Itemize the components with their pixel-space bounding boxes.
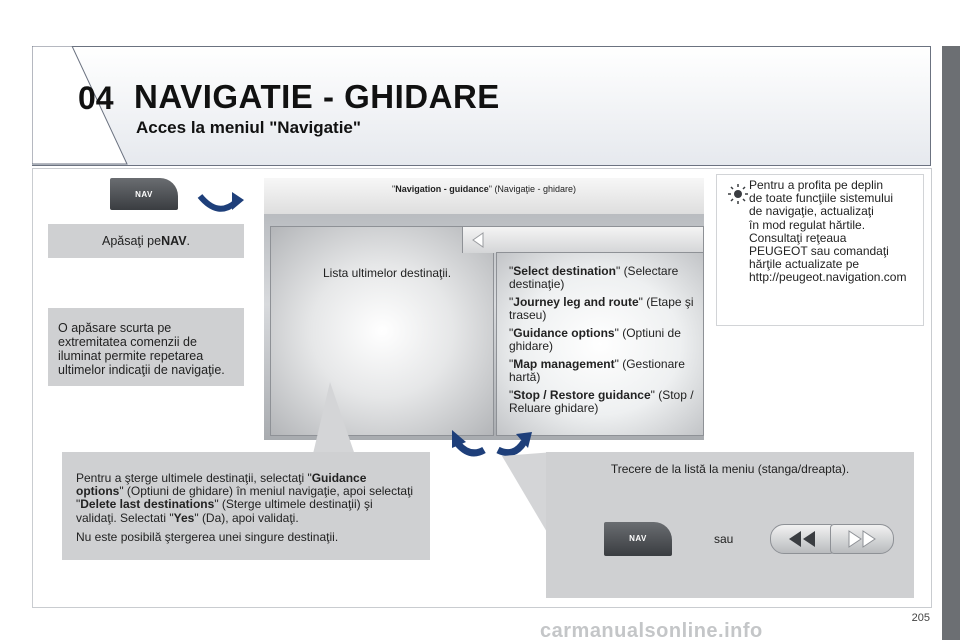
back-arrow-icon: [472, 232, 484, 248]
callout-pointer-left: [312, 382, 356, 458]
switch-text: Trecere de la listă la meniu (stanga/dre…: [610, 462, 850, 476]
delete-instructions: Pentru a şterge ultimele destinaţii, sel…: [76, 471, 414, 525]
menu-item-stop-restore[interactable]: "Stop / Restore guidance" (Stop / Reluar…: [509, 388, 694, 415]
navigation-menu-panel: "Select destination" (Selectare destinaţ…: [496, 252, 704, 436]
chapter-number: 04: [78, 80, 114, 116]
delete-note: Nu este posibilă ştergerea unei singure …: [76, 529, 339, 544]
nav-button-icon-2: NAV: [604, 522, 672, 556]
screen-title-bar: "Navigation - guidance" (Navigaţie - ghi…: [264, 178, 704, 214]
destinations-list-label: Lista ultimelor destinaţii.: [323, 266, 452, 280]
seek-forward-button-icon: [830, 524, 894, 554]
callout-pointer-right: [502, 452, 554, 544]
press-nav-box: Apăsaţi pe NAV.: [48, 224, 244, 258]
or-label: sau: [714, 532, 734, 546]
tip-text: Pentru a profita pe deplin de toate func…: [749, 178, 907, 285]
swap-arrows-icon: [452, 430, 532, 457]
menu-item-map-management[interactable]: "Map management" (Gestionare hartă): [509, 357, 685, 384]
page-number: 205: [911, 612, 930, 624]
menu-item-select-destination[interactable]: "Select destination" (Selectare destinaţ…: [509, 264, 679, 291]
chapter-tab-shape: [32, 46, 128, 165]
sun-tip-icon: [728, 184, 748, 204]
side-tab-bar: [942, 46, 960, 640]
fast-forward-icon: [848, 530, 876, 548]
nav-button-icon: NAV: [110, 178, 178, 210]
menu-item-guidance-options[interactable]: "Guidance options" (Optiuni de ghidare): [509, 326, 681, 353]
menu-list: "Select destination" (Selectare destinaţ…: [509, 265, 699, 415]
switch-list-menu-box: Trecere de la listă la meniu (stanga/dre…: [546, 452, 914, 598]
tip-box: Pentru a profita pe deplin de toate func…: [716, 174, 924, 326]
page-title: NAVIGATIE - GHIDARE: [134, 78, 500, 115]
short-press-box: O apăsare scurta pe extremitatea comenzi…: [48, 308, 244, 386]
chapter-header: [32, 46, 931, 166]
destinations-list-panel[interactable]: Lista ultimelor destinaţii.: [270, 226, 494, 436]
seek-back-button-icon: [770, 524, 834, 554]
rewind-icon: [789, 531, 815, 547]
curved-arrow-icon: [197, 192, 244, 212]
back-tab[interactable]: [462, 226, 704, 253]
delete-destinations-box: Pentru a şterge ultimele destinaţii, sel…: [62, 452, 430, 560]
watermark-text: carmanualsonline.info: [540, 620, 763, 642]
page-subtitle: Acces la meniul "Navigatie": [136, 118, 361, 137]
menu-item-journey-leg[interactable]: "Journey leg and route" (Etape şi traseu…: [509, 295, 694, 322]
